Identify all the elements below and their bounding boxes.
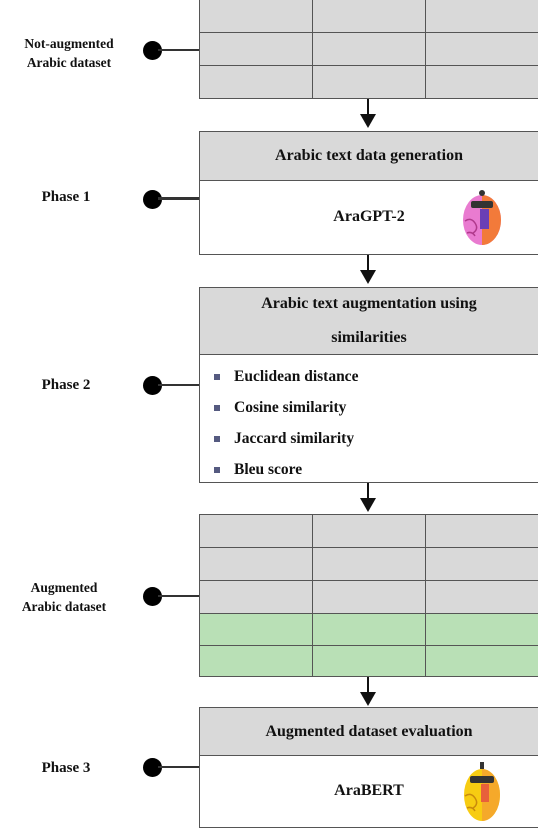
flow-arrow — [367, 99, 369, 115]
connector-line — [158, 384, 200, 386]
arabert-logo-icon — [464, 762, 500, 821]
arrow-head — [360, 498, 376, 512]
phase1-body: AraGPT-2 — [200, 181, 538, 253]
bullet-square-icon — [214, 435, 220, 442]
bullet-square-icon — [214, 404, 220, 411]
table-cell — [313, 515, 426, 548]
phase3-box: Augmented dataset evaluation AraBERT — [199, 707, 538, 828]
phase3-label: Phase 3 — [41, 760, 91, 776]
connector-line — [158, 595, 200, 597]
connector-dot — [143, 41, 162, 60]
table-cell — [200, 66, 313, 98]
table-cell — [200, 581, 313, 614]
table-cell — [200, 515, 313, 548]
augmented-table-cell — [200, 646, 313, 676]
list-item: Bleu score — [214, 454, 538, 485]
arrow-head — [360, 692, 376, 706]
table-cell — [313, 0, 426, 33]
table-cell — [313, 581, 426, 614]
bullet-square-icon — [214, 466, 220, 473]
phase2-label: Phase 2 — [41, 377, 91, 393]
list-item: Euclidean distance — [214, 361, 538, 392]
bullet-square-icon — [214, 373, 220, 380]
table-cell — [426, 0, 538, 33]
augmented-table-cell — [313, 646, 426, 676]
augmented-dataset-table — [199, 514, 538, 677]
arrow-head — [360, 114, 376, 128]
phase2-box: Arabic text augmentation using similarit… — [199, 287, 538, 483]
augmented-table-cell — [313, 614, 426, 646]
aragpt2-model-label: AraGPT-2 — [333, 208, 405, 225]
not-augmented-dataset-label: Not-augmented Arabic dataset — [24, 36, 114, 70]
augmented-table-cell — [200, 614, 313, 646]
arrow-head — [360, 270, 376, 284]
augmented-dataset-label: Augmented Arabic dataset — [21, 580, 107, 614]
phase1-title: Arabic text data generation — [200, 132, 538, 181]
table-cell — [200, 33, 313, 66]
table-cell — [200, 0, 313, 33]
augmented-table-cell — [426, 614, 538, 646]
table-cell — [313, 548, 426, 581]
arabert-model-label: AraBERT — [334, 782, 404, 799]
aragpt2-logo-icon — [463, 190, 501, 245]
connector-dot — [143, 376, 162, 395]
connector-dot — [143, 758, 162, 777]
table-cell — [426, 548, 538, 581]
list-item: Cosine similarity — [214, 392, 538, 423]
table-cell — [426, 33, 538, 66]
table-cell — [426, 515, 538, 548]
connector-dot — [143, 190, 162, 209]
flow-arrow — [367, 483, 369, 499]
table-cell — [200, 548, 313, 581]
phase3-title: Augmented dataset evaluation — [200, 708, 538, 756]
phase2-title: Arabic text augmentation using similarit… — [200, 288, 538, 355]
augmented-table-cell — [426, 646, 538, 676]
similarity-metrics-list: Euclidean distance Cosine similarity Jac… — [200, 355, 538, 485]
list-item: Jaccard similarity — [214, 423, 538, 454]
connector-line — [158, 197, 200, 200]
flow-arrow — [367, 255, 369, 271]
table-cell — [313, 33, 426, 66]
phase1-label: Phase 1 — [41, 189, 91, 205]
table-cell — [313, 66, 426, 98]
phase1-box: Arabic text data generation AraGPT-2 — [199, 131, 538, 255]
not-augmented-dataset-table — [199, 0, 538, 99]
flow-arrow — [367, 677, 369, 693]
connector-dot — [143, 587, 162, 606]
phase3-body: AraBERT — [200, 756, 538, 826]
table-cell — [426, 581, 538, 614]
table-cell — [426, 66, 538, 98]
connector-line — [158, 49, 200, 51]
connector-line — [158, 766, 200, 768]
